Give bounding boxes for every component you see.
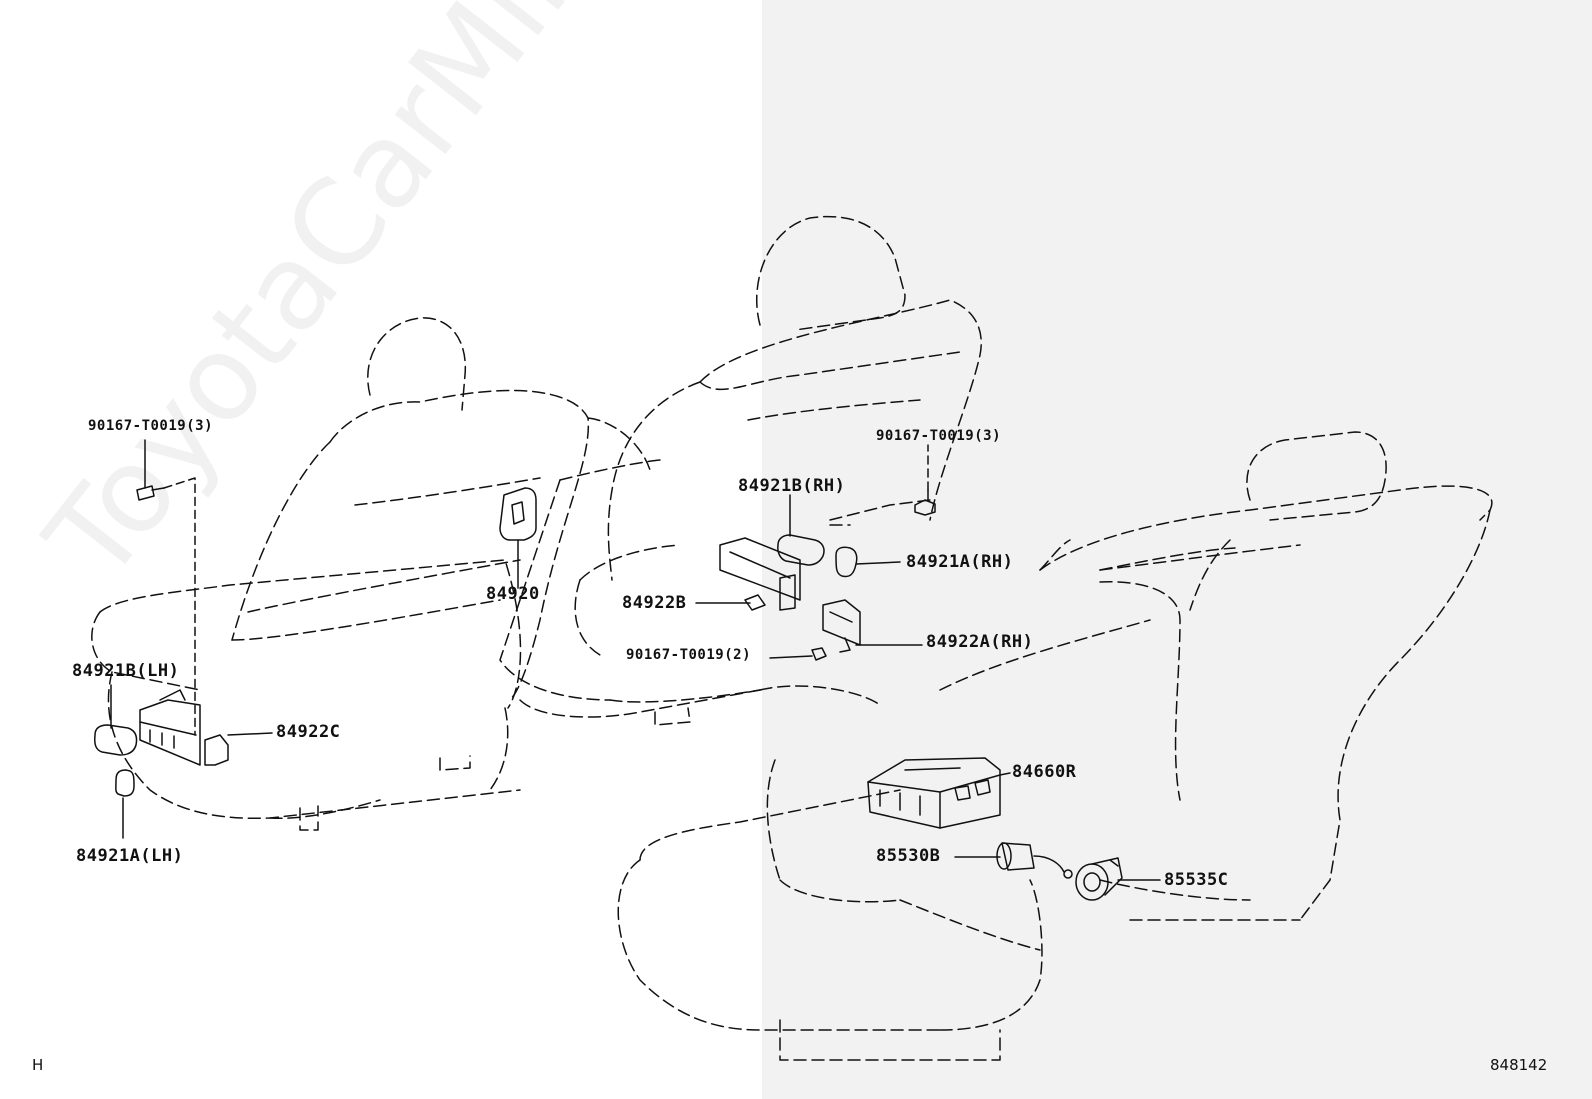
left-bolt-guide	[163, 477, 196, 736]
label-85530b: 85530B	[876, 846, 941, 866]
left-seat-cushion	[99, 559, 522, 709]
mid-bolt-part	[914, 489, 936, 516]
part-85530b-socket	[996, 842, 1073, 879]
corner-letter: H	[32, 1056, 44, 1074]
label-84921a-lh: 84921A(LH)	[76, 846, 184, 866]
part-84921a-rh-knob	[835, 546, 858, 578]
part-84922c-bracket	[139, 689, 229, 766]
label-84921b-rh: 84921B(RH)	[738, 476, 846, 496]
part-85535c-socket	[1075, 857, 1123, 901]
right-shaded-panel	[762, 0, 1592, 1099]
label-84920: 84920	[486, 584, 540, 604]
right-bench-backrest	[1039, 485, 1493, 571]
middle-seat-cushion	[559, 459, 661, 481]
part-84660r-switch-panel	[867, 757, 1001, 829]
left-seat-headrest	[367, 317, 467, 411]
part-84920-switch	[499, 487, 537, 541]
part-84921b-rh-knob	[777, 534, 825, 566]
middle-seat-headrest	[756, 215, 906, 331]
label-85535c: 85535C	[1164, 870, 1229, 890]
label-84922a-rh: 84922A(RH)	[926, 632, 1034, 652]
left-seat-outline	[91, 317, 761, 831]
left-bolt-part	[136, 485, 165, 501]
right-bench-seat-outline	[617, 431, 1493, 1061]
label-84921b-lh: 84921B(LH)	[72, 661, 180, 681]
right-bench-cushion	[639, 789, 901, 861]
label-84660r: 84660R	[1012, 762, 1077, 782]
figure-number: 848142	[1490, 1056, 1548, 1074]
part-84921b-lh-knob	[94, 724, 138, 756]
part-84922a-rh-bracket	[822, 599, 861, 653]
label-84921a-rh: 84921A(RH)	[906, 552, 1014, 572]
part-84921a-lh-knob	[115, 769, 135, 797]
label-bolt-left: 90167-T0019(3)	[88, 418, 214, 434]
mid-lower-bolt-part	[811, 647, 827, 661]
middle-seat-outline	[499, 215, 982, 726]
label-bolt-right-mid: 90167-T0019(2)	[626, 647, 752, 663]
right-bench-headrest	[1246, 431, 1387, 521]
label-bolt-right-top: 90167-T0019(3)	[876, 428, 1002, 444]
middle-seat-backrest	[699, 299, 982, 521]
part-84922b-bracket	[719, 537, 801, 611]
left-seat-backrest	[329, 389, 590, 701]
label-84922c: 84922C	[276, 722, 341, 742]
leader-lines	[110, 439, 1161, 881]
label-84922b: 84922B	[622, 593, 687, 613]
